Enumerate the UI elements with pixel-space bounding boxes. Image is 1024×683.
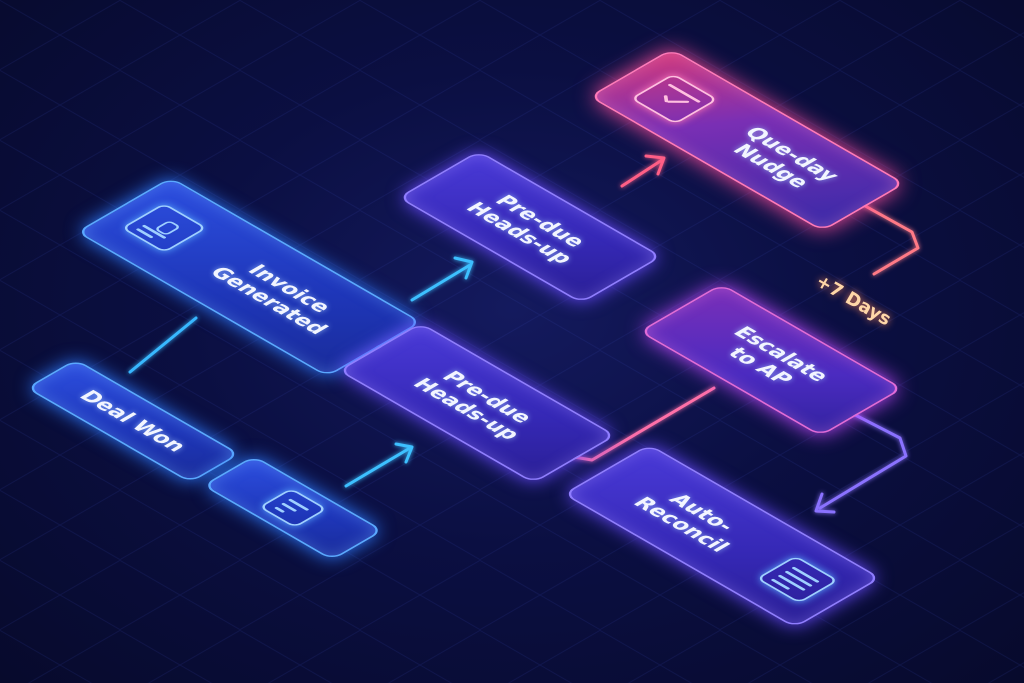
ledger-list-icon: [755, 555, 839, 604]
connector-predue-duedaynudge: [620, 158, 664, 188]
arrow-head-4: [644, 154, 666, 176]
invoice-dollar-icon: [120, 203, 208, 253]
connector-doc-predue-mid: [344, 446, 412, 488]
connector-duedaynudge-escalate: [856, 200, 920, 276]
connector-escalate-autoreconcil: [818, 400, 908, 510]
connector-dealwon-invoice: [128, 316, 198, 374]
arrow-head-3: [394, 442, 414, 464]
document-list-icon: [258, 488, 328, 528]
arrow-head-5: [814, 492, 836, 514]
connector-invoice-predue-top: [410, 263, 472, 302]
calendar-check-icon: [630, 73, 719, 125]
arrow-head-1: [453, 256, 474, 280]
